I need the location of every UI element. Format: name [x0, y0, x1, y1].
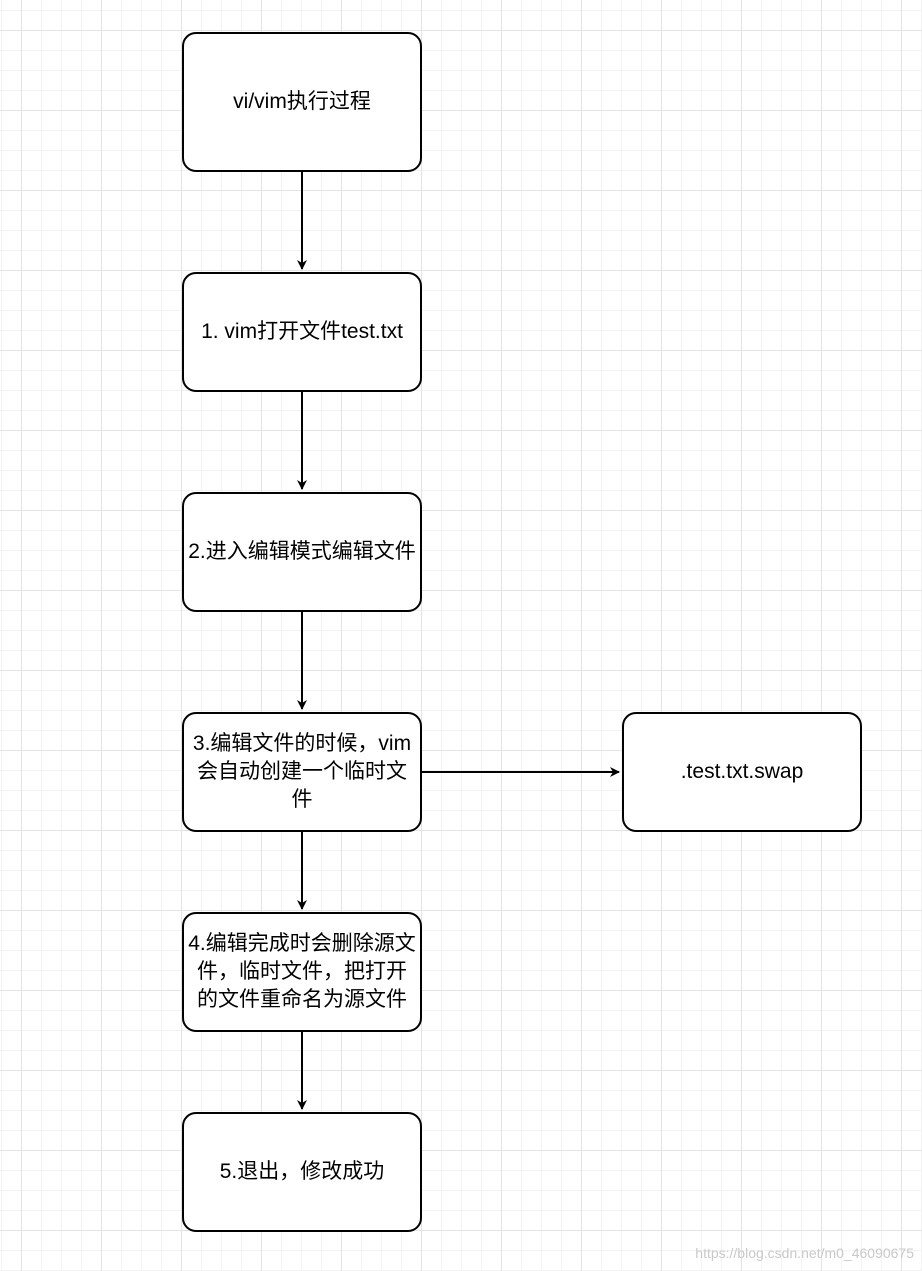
node-swap-label: .test.txt.swap	[680, 760, 804, 783]
node-step3-label: 3.编辑文件的时候，vim会自动创建一个临时文件	[192, 732, 412, 811]
node-step1[interactable]: 1. vim打开文件test.txt	[182, 272, 422, 392]
node-step4-label: 4.编辑完成时会删除源文件，临时文件，把打开的文件重命名为源文件	[188, 932, 416, 1011]
node-swap[interactable]: .test.txt.swap	[622, 712, 862, 832]
node-step3[interactable]: 3.编辑文件的时候，vim会自动创建一个临时文件	[182, 712, 422, 832]
watermark-text: https://blog.csdn.net/m0_46090675	[695, 1245, 914, 1261]
node-title[interactable]: vi/vim执行过程	[182, 32, 422, 172]
node-step2[interactable]: 2.进入编辑模式编辑文件	[182, 492, 422, 612]
node-step5-label: 5.退出，修改成功	[219, 1160, 385, 1183]
node-step4[interactable]: 4.编辑完成时会删除源文件，临时文件，把打开的文件重命名为源文件	[182, 912, 422, 1032]
node-step5[interactable]: 5.退出，修改成功	[182, 1112, 422, 1232]
node-title-label: vi/vim执行过程	[233, 90, 371, 113]
node-step1-label: 1. vim打开文件test.txt	[201, 320, 403, 343]
node-step2-label: 2.进入编辑模式编辑文件	[188, 540, 416, 563]
